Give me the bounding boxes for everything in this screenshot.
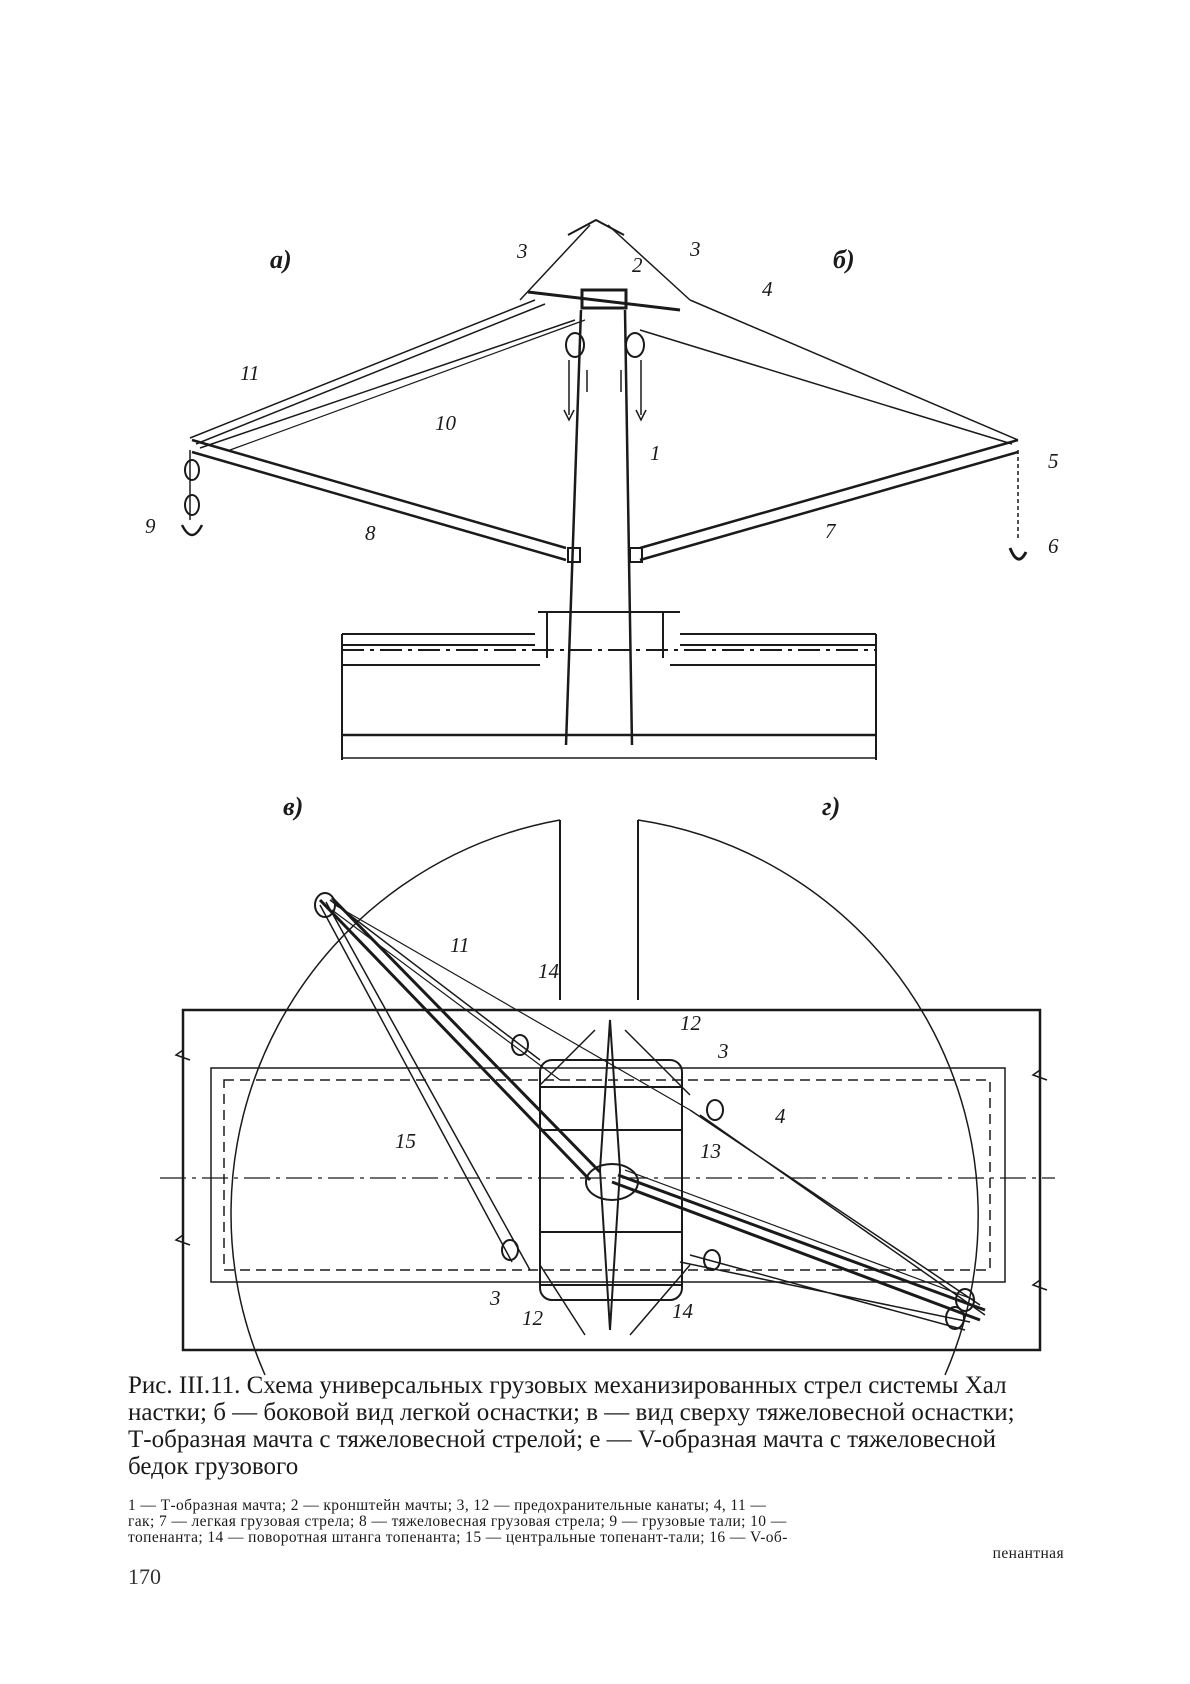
caption-line: Рис. III.11. Схема универсальных грузовы… (128, 1372, 1007, 1399)
legend-line: 1 — Т-образная мачта; 2 — кронштейн мачт… (128, 1497, 767, 1514)
page-number: 170 (128, 1564, 161, 1589)
legend-line: гак; 7 — легкая грузовая стрела; 8 — тяж… (128, 1513, 787, 1530)
part-number: 3 (516, 239, 528, 263)
caption-line: Т-образная мачта с тяжеловесной стрелой;… (128, 1426, 996, 1453)
part-number: 2 (632, 253, 643, 277)
panel-label-v: в) (283, 792, 303, 821)
legend-line: топенанта; 14 — поворотная штанга топена… (128, 1529, 788, 1546)
part-number: 10 (435, 411, 457, 435)
part-number: 3 (689, 237, 701, 261)
part-number: 9 (145, 514, 156, 538)
panel-label-g: г) (822, 792, 840, 821)
part-number: 15 (395, 1129, 416, 1153)
figure-caption: Рис. III.11. Схема универсальных грузовы… (128, 1372, 1074, 1480)
caption-line: бедок грузового (128, 1453, 299, 1480)
figure-legend: 1 — Т-образная мачта; 2 — кронштейн мачт… (128, 1498, 1074, 1562)
part-number: 3 (489, 1286, 501, 1310)
part-number: 6 (1048, 534, 1059, 558)
part-number: 8 (365, 521, 376, 545)
legend-line: пенантная (992, 1545, 1064, 1562)
part-number: 11 (240, 361, 259, 385)
panel-label-b: б) (833, 245, 855, 274)
part-number: 4 (775, 1104, 786, 1128)
part-number: 5 (1048, 449, 1059, 473)
part-number: 12 (680, 1011, 702, 1035)
caption-line: настки; б — боковой вид легкой оснастки;… (128, 1399, 1015, 1426)
part-number: 14 (672, 1299, 694, 1323)
panel-label-a: а) (270, 245, 292, 274)
part-number: 13 (700, 1139, 721, 1163)
part-number: 11 (450, 933, 469, 957)
part-number: 4 (762, 277, 773, 301)
part-number: 14 (538, 959, 560, 983)
part-number: 12 (522, 1306, 544, 1330)
part-number: 1 (650, 441, 661, 465)
technical-drawing: а) б) в) г) 1 2 3 3 4 5 6 7 8 9 10 11 11… (145, 218, 1059, 1376)
part-number: 3 (717, 1039, 729, 1063)
part-number: 7 (825, 519, 837, 543)
